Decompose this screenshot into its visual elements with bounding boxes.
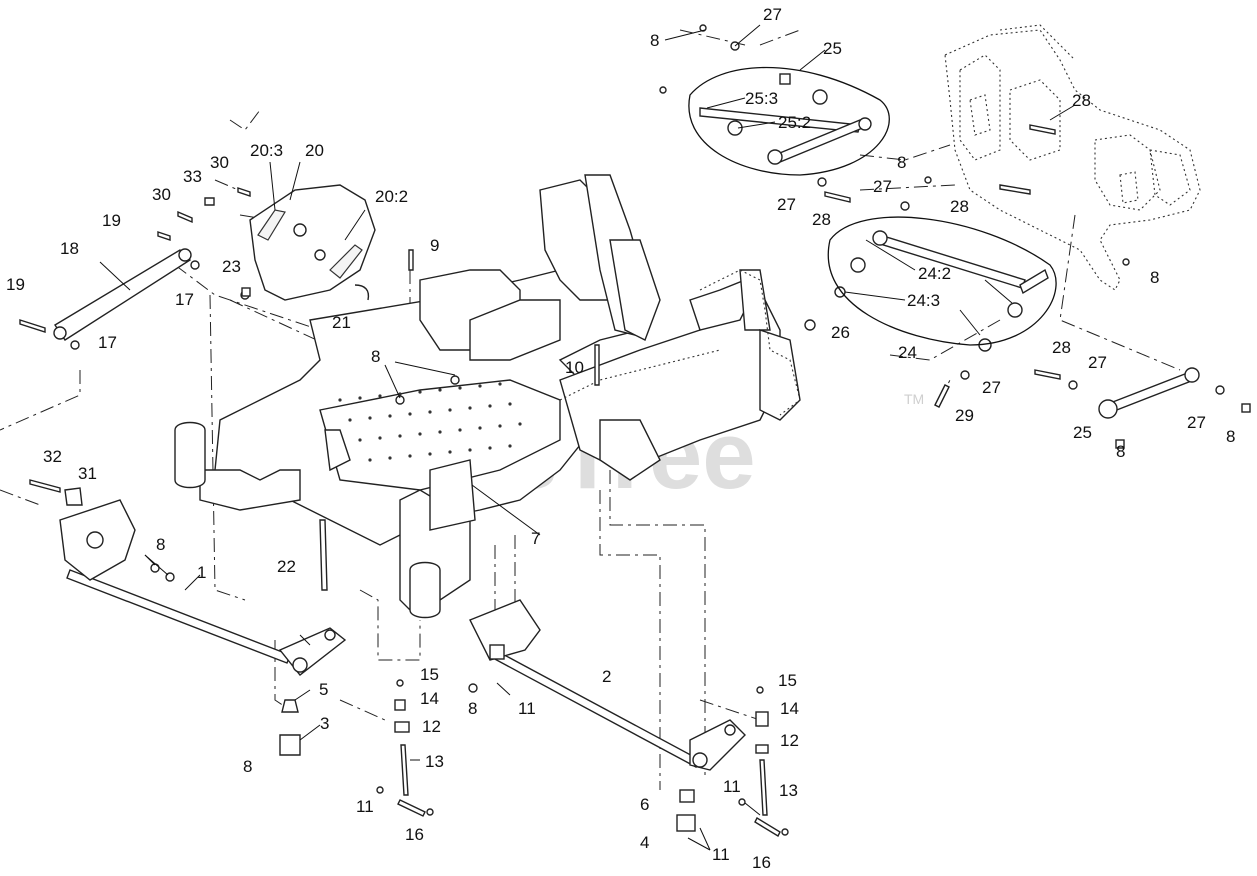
callout-19: 19 [6, 275, 25, 294]
rear-frame-ghost [944, 24, 1201, 291]
callout-13: 13 [425, 752, 444, 771]
callout-18: 18 [60, 239, 79, 258]
callout-21: 21 [332, 313, 351, 332]
callout-8: 8 [156, 535, 165, 554]
callout-12: 12 [422, 717, 441, 736]
callout-14: 14 [780, 699, 799, 718]
callout-12: 12 [780, 731, 799, 750]
watermark-trademark: TM [904, 391, 924, 407]
callout-28: 28 [1052, 338, 1071, 357]
link-18 [53, 248, 192, 341]
callout-24-3: 24:3 [907, 291, 940, 310]
callout-28: 28 [812, 210, 831, 229]
callout-31: 31 [78, 464, 97, 483]
callout-27: 27 [982, 378, 1001, 397]
callout-8: 8 [650, 31, 659, 50]
callout-8: 8 [1150, 268, 1159, 287]
callout-11: 11 [356, 797, 374, 816]
callout-8: 8 [371, 347, 380, 366]
callout-26: 26 [831, 323, 850, 342]
hardware-parts [19, 24, 1251, 837]
callout-30: 30 [152, 185, 171, 204]
callout-8: 8 [1226, 427, 1235, 446]
callout-32: 32 [43, 447, 62, 466]
callout-23: 23 [222, 257, 241, 276]
callout-8: 8 [468, 699, 477, 718]
callout-20: 20 [305, 141, 324, 160]
callout-7: 7 [531, 529, 540, 548]
chassis-frame [174, 174, 801, 619]
callout-22: 22 [277, 557, 296, 576]
link-25-lower [1098, 367, 1200, 419]
callout-11: 11 [712, 845, 730, 864]
callout-labels: 27 8 25 25:3 25:2 28 8 27 27 28 28 20:3 … [6, 5, 1235, 872]
callout-27: 27 [1088, 353, 1107, 372]
callout-1: 1 [197, 563, 206, 582]
callout-25-2: 25:2 [778, 113, 811, 132]
callout-4: 4 [640, 833, 649, 852]
callout-13: 13 [779, 781, 798, 800]
callout-5: 5 [319, 680, 328, 699]
callout-27: 27 [777, 195, 796, 214]
front-frame-ghost [559, 269, 801, 416]
callout-27: 27 [763, 5, 782, 24]
callout-3: 3 [320, 714, 329, 733]
callout-16: 16 [405, 825, 424, 844]
callout-25: 25 [1073, 423, 1092, 442]
callout-15: 15 [778, 671, 797, 690]
callout-27: 27 [873, 177, 892, 196]
callout-27: 27 [1187, 413, 1206, 432]
callout-28: 28 [950, 197, 969, 216]
callout-11: 11 [723, 777, 741, 796]
leader-lines [99, 24, 1076, 851]
callout-33: 33 [183, 167, 202, 186]
callout-8: 8 [1116, 442, 1125, 461]
callout-8: 8 [897, 153, 906, 172]
callout-9: 9 [430, 236, 439, 255]
callout-17: 17 [175, 290, 194, 309]
callout-17: 17 [98, 333, 117, 352]
callout-24-2: 24:2 [918, 264, 951, 283]
callout-8: 8 [243, 757, 252, 776]
callout-16: 16 [752, 853, 771, 872]
callout-10: 10 [565, 358, 584, 377]
shaft-1 [59, 499, 347, 676]
callout-14: 14 [420, 689, 439, 708]
callout-15: 15 [420, 665, 439, 684]
plate-20 [249, 184, 376, 301]
callout-25: 25 [823, 39, 842, 58]
callout-25-3: 25:3 [745, 89, 778, 108]
link-assembly-25 [688, 66, 890, 176]
callout-20-3: 20:3 [250, 141, 283, 160]
callout-2: 2 [602, 667, 611, 686]
callout-11: 11 [518, 699, 536, 718]
callout-20-2: 20:2 [375, 187, 408, 206]
callout-24: 24 [898, 343, 917, 362]
callout-19: 19 [102, 211, 121, 230]
callout-30: 30 [210, 153, 229, 172]
link-assembly-24 [827, 216, 1057, 352]
callout-29: 29 [955, 406, 974, 425]
shaft-2 [469, 599, 746, 771]
callout-6: 6 [640, 795, 649, 814]
callout-28: 28 [1072, 91, 1091, 110]
